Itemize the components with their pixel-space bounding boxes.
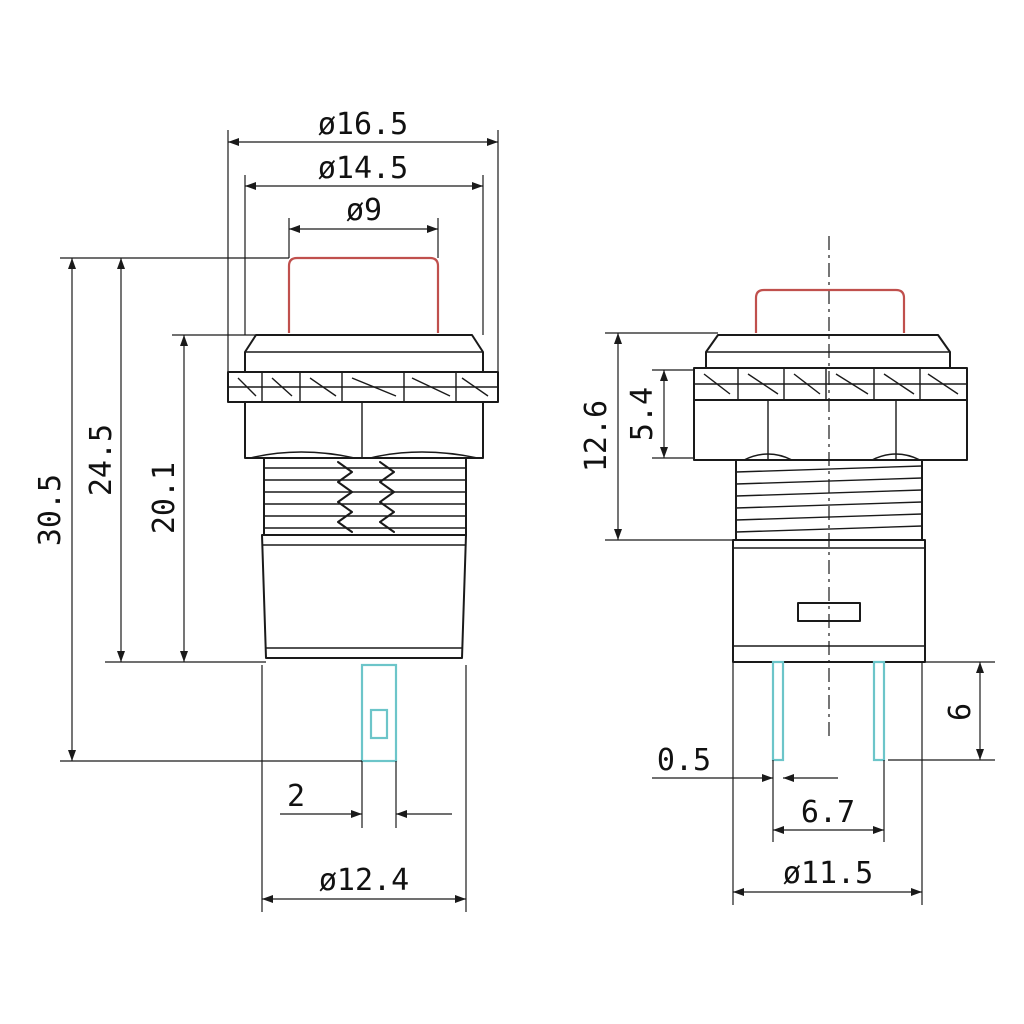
knurled-ring: [227, 371, 499, 403]
dim-pin-width: 2: [287, 779, 305, 814]
dim-total-height: 30.5: [33, 474, 68, 546]
front-view: ø16.5 ø14.5 ø9 30.5 24.5 20.1 2 ø12.4: [33, 107, 499, 912]
side-dimension-lines: [614, 333, 984, 896]
dim-flange-diameter: ø14.5: [318, 151, 408, 186]
side-view: 12.6 5.4 6 0.5 6.7 ø11.5: [579, 236, 995, 905]
side-extension-lines: [605, 332, 995, 905]
dim-outer-diameter: ø16.5: [318, 107, 408, 142]
button-cap: [287, 256, 440, 333]
dim-pin-length: 6: [943, 703, 978, 721]
side-knurled-ring: [693, 367, 968, 401]
thread-section: [263, 457, 467, 536]
top-flange: [244, 334, 484, 373]
side-button-cap: [754, 288, 906, 333]
dim-cap-diameter: ø9: [346, 193, 382, 228]
front-extension-lines: [60, 130, 499, 912]
dim-side-body-diameter: ø11.5: [783, 856, 873, 891]
dim-pin-spacing: 6.7: [801, 795, 855, 830]
dim-height-to-cap: 24.5: [84, 424, 119, 496]
front-terminal-pin: [360, 663, 398, 763]
dim-body-height: 20.1: [147, 462, 182, 534]
side-thread-section: [735, 459, 923, 541]
side-hex-nut: [693, 399, 968, 461]
side-terminal-pins: [771, 660, 886, 762]
dim-thread-height: 12.6: [579, 400, 614, 472]
dim-pin-thickness: 0.5: [657, 743, 711, 778]
hex-nut: [244, 401, 484, 459]
dim-nut-height: 5.4: [625, 387, 660, 441]
front-body: [261, 534, 467, 659]
side-latch-slot: [797, 602, 861, 622]
dim-body-diameter: ø12.4: [319, 863, 409, 898]
front-dimension-lines: [68, 138, 498, 903]
